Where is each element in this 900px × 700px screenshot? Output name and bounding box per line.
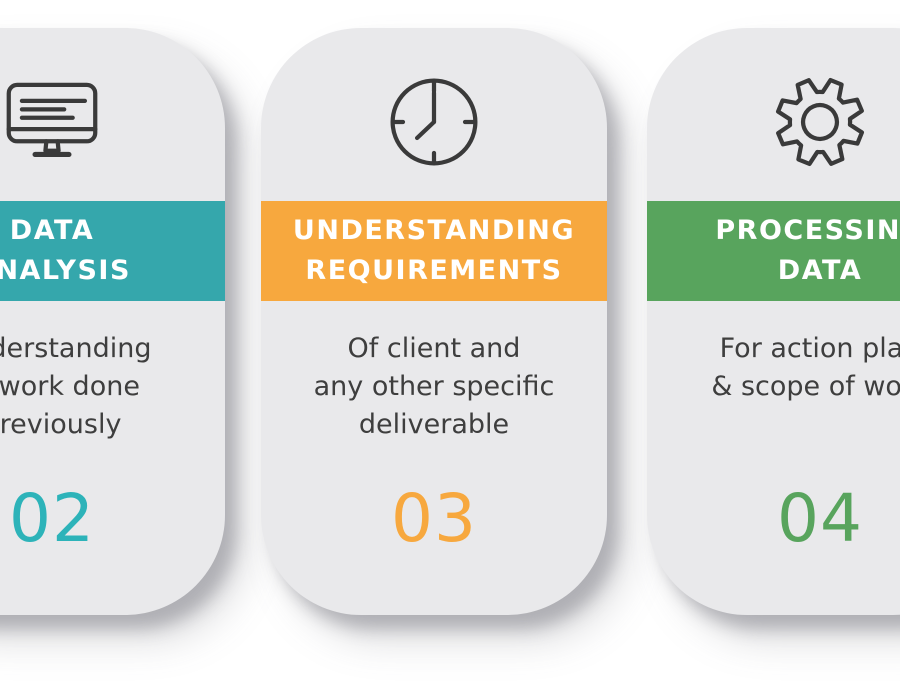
- step-title-band: PROCESSING DATA: [647, 201, 900, 301]
- step-title-line: DATA: [9, 215, 95, 246]
- step-description-line: any other specific: [313, 371, 555, 402]
- clock-icon: [261, 74, 607, 170]
- monitor-icon: [0, 74, 225, 170]
- step-description: Of client and any other specific deliver…: [261, 330, 607, 444]
- step-title-line: REQUIREMENTS: [305, 255, 563, 286]
- step-description-line: For action plan: [719, 333, 900, 364]
- step-number: 04: [777, 480, 863, 557]
- gear-icon: [647, 74, 900, 170]
- step-description-line: previously: [0, 409, 122, 440]
- step-description: For action plan & scope of work: [647, 330, 900, 406]
- step-title-line: UNDERSTANDING: [292, 215, 576, 246]
- step-card-understanding-requirements: UNDERSTANDING REQUIREMENTS Of client and…: [261, 28, 607, 615]
- step-description-line: Understanding: [0, 333, 152, 364]
- step-title-line: DATA: [777, 255, 863, 286]
- step-title-band: UNDERSTANDING REQUIREMENTS: [261, 201, 607, 301]
- step-description-line: of work done: [0, 371, 140, 402]
- step-description-line: & scope of work: [711, 371, 900, 402]
- step-number: 02: [9, 480, 95, 557]
- step-description-line: deliverable: [358, 409, 510, 440]
- step-card-processing-data: PROCESSING DATA For action plan & scope …: [647, 28, 900, 615]
- step-description: Understanding of work done previously: [0, 330, 225, 444]
- step-description-line: Of client and: [347, 333, 521, 364]
- step-title-line: PROCESSING: [715, 215, 900, 246]
- step-number: 03: [391, 480, 477, 557]
